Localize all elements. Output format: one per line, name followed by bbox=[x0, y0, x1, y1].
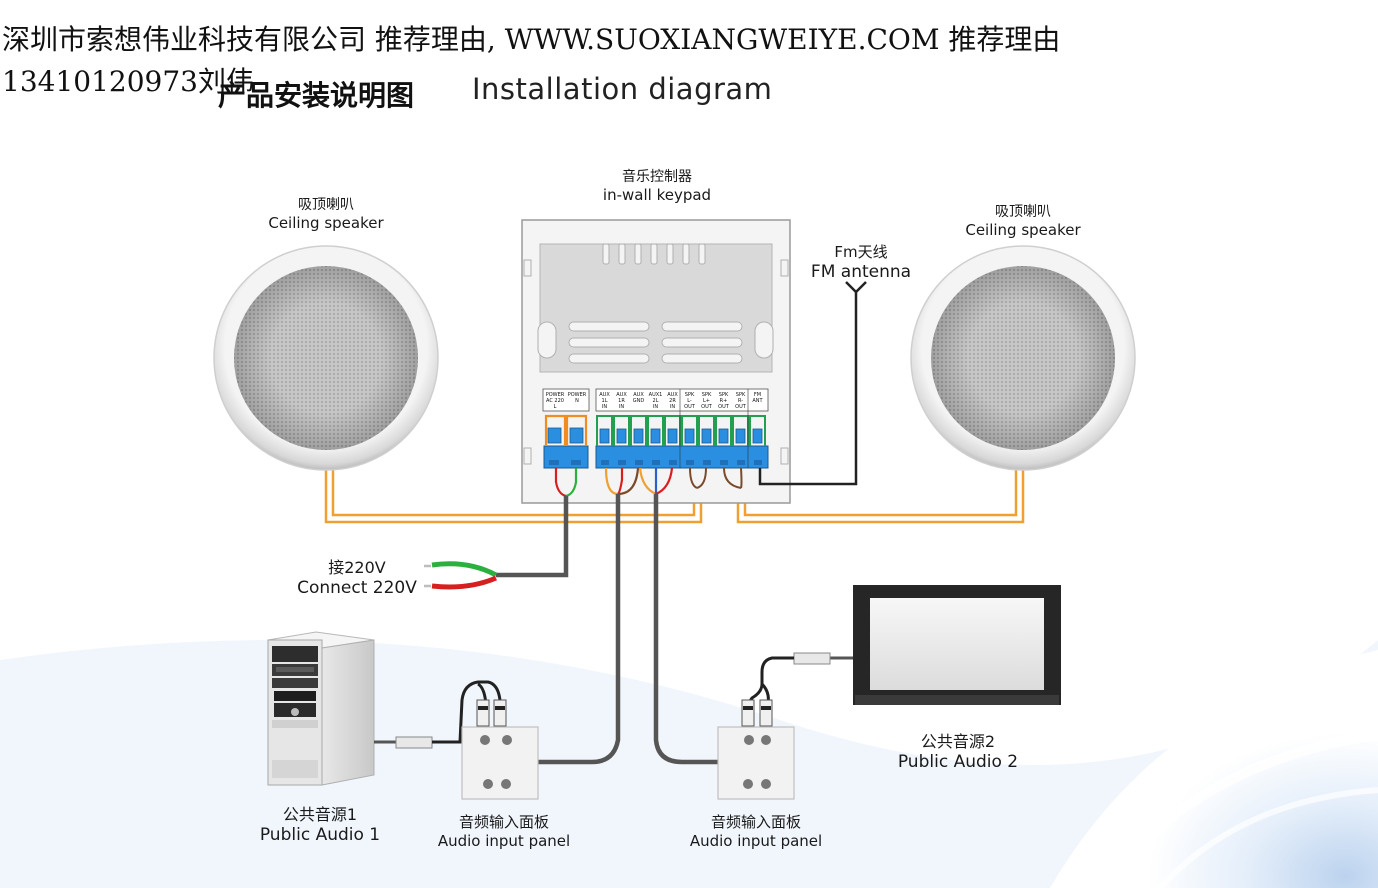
in-wall-keypad-icon bbox=[521, 219, 791, 504]
terminal-label-signal-1: IN bbox=[619, 404, 624, 410]
terminal-label-signal-7: OUT bbox=[718, 404, 730, 410]
audio2-label-en: Public Audio 2 bbox=[897, 752, 1019, 772]
terminal-label-power-1: POWER bbox=[568, 392, 587, 398]
terminal-label-signal-4: AUX bbox=[667, 392, 678, 398]
terminal-label-signal-6: L+ bbox=[703, 398, 710, 404]
audio2-label-cn: 公共音源2 bbox=[920, 732, 996, 751]
speaker-left-label-cn: 吸顶喇叭 bbox=[298, 197, 354, 213]
speaker-left-label: 吸顶喇叭 Ceiling speaker bbox=[258, 196, 394, 233]
terminal-label-signal-6: OUT bbox=[701, 404, 713, 410]
terminal-label-signal-5: OUT bbox=[684, 404, 696, 410]
title-chinese: 产品安装说明图 bbox=[218, 79, 415, 112]
terminal-label-signal-4: 2R bbox=[669, 398, 676, 404]
audio-cable-1 bbox=[538, 467, 640, 765]
terminal-label-signal-0: 1L bbox=[602, 398, 608, 404]
terminal-label-power-0: POWER bbox=[546, 392, 565, 398]
panel1-label: 音频输入面板 Audio input panel bbox=[425, 812, 583, 851]
title-english: Installation diagram bbox=[472, 72, 773, 106]
keypad-label: 音乐控制器 in-wall keypad bbox=[596, 168, 718, 205]
terminal-label-power-0: L bbox=[554, 404, 557, 410]
ceiling-speaker-right-icon bbox=[910, 245, 1136, 471]
keypad-label-cn: 音乐控制器 bbox=[622, 169, 692, 185]
terminal-label-signal-0: IN bbox=[602, 404, 607, 410]
terminal-label-signal-8: R- bbox=[738, 398, 743, 404]
audio-cable-tv bbox=[746, 652, 853, 705]
keypad-label-en: in-wall keypad bbox=[602, 186, 712, 204]
television-icon bbox=[853, 585, 1061, 705]
terminal-label-signal-3: 2L bbox=[653, 398, 659, 404]
terminal-label-signal-9: ANT bbox=[752, 398, 763, 404]
terminal-label-signal-8: SPK bbox=[736, 392, 746, 398]
terminal-label-signal-9: FM bbox=[754, 392, 761, 398]
terminal-label-signal-2: AUX bbox=[633, 392, 644, 398]
computer-tower-icon bbox=[267, 631, 375, 786]
terminal-label-signal-7: SPK bbox=[719, 392, 729, 398]
terminal-label-signal-1: AUX bbox=[616, 392, 627, 398]
terminal-label-power-1: N bbox=[575, 398, 579, 404]
rca-plugs-1 bbox=[476, 699, 507, 727]
terminal-label-signal-8: OUT bbox=[735, 404, 747, 410]
fm-antenna-icon bbox=[758, 281, 867, 486]
power-cable bbox=[424, 468, 578, 590]
terminal-label-signal-7: R+ bbox=[720, 398, 728, 404]
panel1-label-cn: 音频输入面板 bbox=[458, 813, 549, 831]
watermark-line-1: 深圳市索想伟业科技有限公司 推荐理由, WWW.SUOXIANGWEIYE.CO… bbox=[2, 23, 1061, 56]
terminal-label-signal-1: 1R bbox=[618, 398, 625, 404]
terminal-label-signal-3: AUX1 bbox=[649, 392, 663, 398]
antenna-label-cn: Fm天线 bbox=[834, 243, 888, 261]
speaker-terminal-wires bbox=[689, 467, 743, 489]
power-label: 接220V Connect 220V bbox=[285, 557, 429, 599]
audio1-label-en: Public Audio 1 bbox=[259, 825, 381, 845]
antenna-label-en: FM antenna bbox=[810, 262, 912, 282]
audio-input-panel-2-icon bbox=[717, 726, 795, 800]
speaker-right-label-cn: 吸顶喇叭 bbox=[995, 204, 1051, 220]
terminal-label-signal-4: IN bbox=[670, 404, 675, 410]
terminal-label-signal-5: SPK bbox=[685, 392, 695, 398]
terminal-label-signal-3: IN bbox=[653, 404, 658, 410]
speaker-right-label: 吸顶喇叭 Ceiling speaker bbox=[955, 203, 1091, 240]
panel2-label-cn: 音频输入面板 bbox=[710, 813, 801, 831]
panel2-label-en: Audio input panel bbox=[689, 832, 823, 850]
terminal-label-signal-6: SPK bbox=[702, 392, 712, 398]
audio1-label-cn: 公共音源1 bbox=[282, 805, 358, 824]
panel2-label: 音频输入面板 Audio input panel bbox=[677, 812, 835, 851]
audio-cable-2 bbox=[638, 467, 718, 765]
power-label-en: Connect 220V bbox=[297, 578, 417, 598]
audio-input-panel-1-icon bbox=[461, 726, 539, 800]
rca-plugs-2 bbox=[741, 699, 773, 727]
audio2-label: 公共音源2 Public Audio 2 bbox=[886, 731, 1030, 773]
terminal-label-signal-0: AUX bbox=[599, 392, 610, 398]
panel1-label-en: Audio input panel bbox=[437, 832, 571, 850]
power-label-cn: 接220V bbox=[328, 558, 386, 577]
watermark-line-2: 13410120973刘伟 bbox=[2, 65, 254, 98]
speaker-left-label-en: Ceiling speaker bbox=[268, 214, 384, 232]
terminal-label-power-0: AC 220 bbox=[546, 398, 564, 404]
terminal-label-signal-5: L- bbox=[687, 398, 692, 404]
terminal-label-signal-2: GND bbox=[633, 398, 645, 404]
speaker-right-label-en: Ceiling speaker bbox=[965, 221, 1081, 239]
antenna-label: Fm天线 FM antenna bbox=[800, 243, 922, 283]
audio1-label: 公共音源1 Public Audio 1 bbox=[248, 804, 392, 846]
ceiling-speaker-left-icon bbox=[213, 245, 439, 471]
